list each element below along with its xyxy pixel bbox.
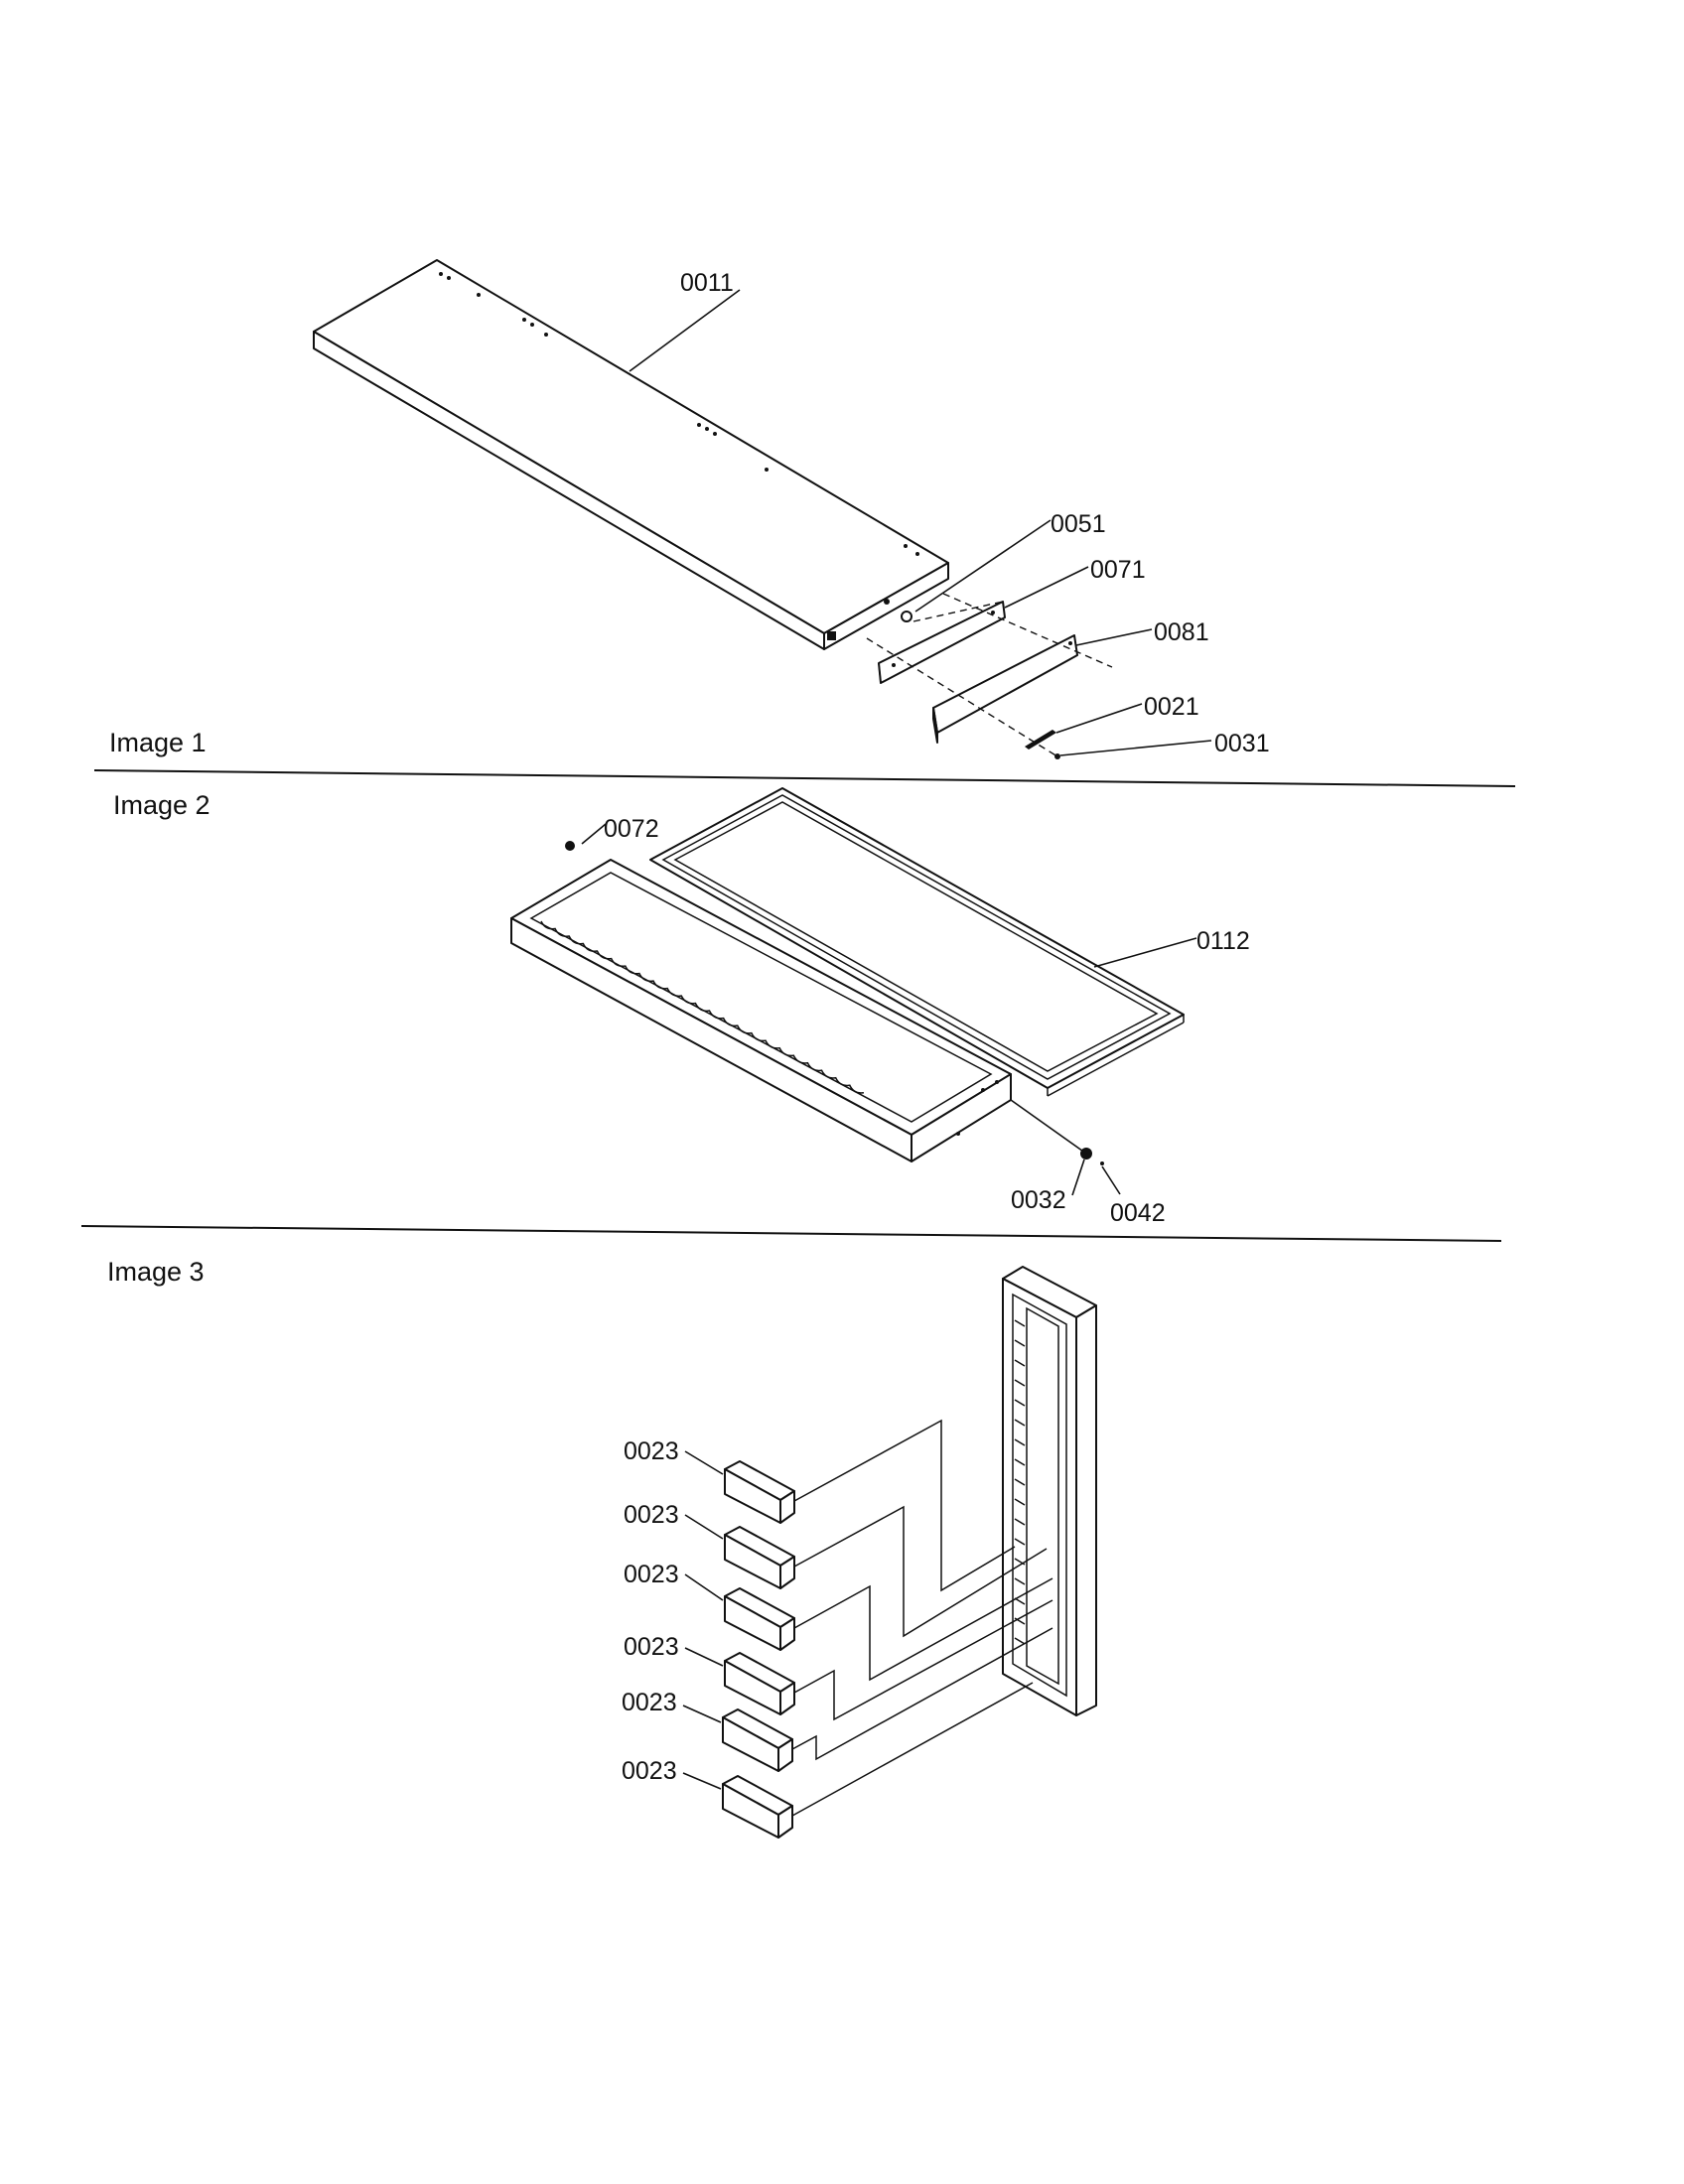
callout-0011: 0011 [680, 269, 734, 297]
callout-0051: 0051 [1051, 510, 1106, 538]
callout-0072: 0072 [604, 815, 659, 843]
callout-0032: 0032 [1011, 1186, 1066, 1214]
door-bin-1 [724, 1460, 795, 1524]
bracket-0071 [878, 601, 1006, 684]
plug-0072 [565, 841, 575, 851]
section-title-image-2: Image 2 [113, 790, 210, 820]
gasket-0112 [649, 787, 1185, 1097]
image-3-assembly: 0023 0023 0023 0023 0023 0023 [622, 1266, 1097, 1839]
panel-0011 [313, 259, 949, 650]
screw-0031 [1054, 753, 1060, 759]
plug-0051 [901, 611, 912, 622]
callout-0023-5: 0023 [622, 1689, 677, 1716]
bracket-0081 [932, 634, 1078, 744]
callout-0021: 0021 [1144, 693, 1199, 721]
callout-0023-4: 0023 [624, 1633, 679, 1661]
callout-0023-3: 0023 [624, 1561, 679, 1588]
divider-2 [80, 1225, 1502, 1242]
door-bin-5 [722, 1708, 793, 1772]
callout-0023-2: 0023 [624, 1501, 679, 1529]
door-liner-frame [510, 859, 1012, 1162]
washer-0042 [1100, 1161, 1104, 1165]
callout-0023-6: 0023 [622, 1757, 677, 1785]
callout-0112: 0112 [1196, 927, 1250, 955]
image-2-assembly: 0072 0112 0032 0042 [510, 787, 1250, 1227]
callout-0081: 0081 [1154, 618, 1209, 646]
door-liner [1002, 1266, 1097, 1716]
divider-1 [93, 769, 1516, 787]
door-bin-3 [724, 1587, 795, 1651]
callout-0071: 0071 [1090, 556, 1146, 584]
image-1-assembly: 0011 0051 0071 0081 0021 0031 [313, 259, 1270, 759]
callout-0031: 0031 [1214, 730, 1270, 757]
clip-0021 [1025, 730, 1056, 750]
section-title-image-1: Image 1 [109, 728, 207, 757]
callout-0042: 0042 [1110, 1199, 1166, 1227]
section-title-image-3: Image 3 [107, 1257, 205, 1287]
door-bin-2 [724, 1526, 795, 1589]
door-bin-4 [724, 1652, 795, 1715]
door-bin-6 [722, 1775, 793, 1839]
callout-0023-1: 0023 [624, 1437, 679, 1465]
